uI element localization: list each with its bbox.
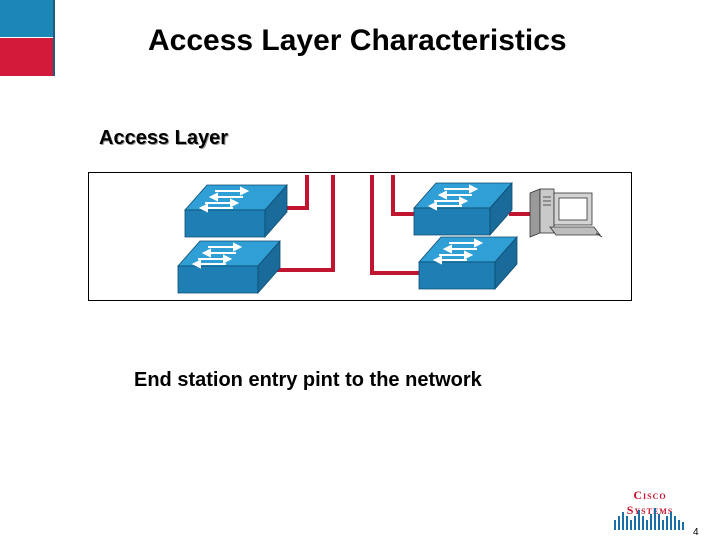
link-switch-top-right xyxy=(391,175,415,216)
network-links xyxy=(270,175,531,275)
switch-bottom-left-icon xyxy=(177,239,281,295)
switch-top-left-icon xyxy=(184,183,288,239)
corner-blue-block xyxy=(0,0,53,37)
network-diagram-svg xyxy=(177,175,603,295)
cisco-logo: Cisco Systems xyxy=(610,488,690,534)
switch-top-right-icon xyxy=(413,181,513,237)
cisco-logo-bars xyxy=(614,508,684,530)
link-switch-top-left xyxy=(279,175,309,210)
slide-title: Access Layer Characteristics xyxy=(148,24,567,57)
corner-red-block xyxy=(0,38,53,76)
corner-divider-line xyxy=(53,0,55,76)
workstation-icon xyxy=(529,188,603,238)
network-diagram xyxy=(88,172,632,301)
slide-caption: End station entry pint to the network xyxy=(134,369,482,391)
link-switch-bottom-right xyxy=(370,175,421,275)
link-switch-bottom-left xyxy=(270,175,335,272)
switch-bottom-right-icon xyxy=(418,235,518,291)
section-heading: Access Layer xyxy=(99,127,228,149)
page-number: 4 xyxy=(693,527,699,538)
